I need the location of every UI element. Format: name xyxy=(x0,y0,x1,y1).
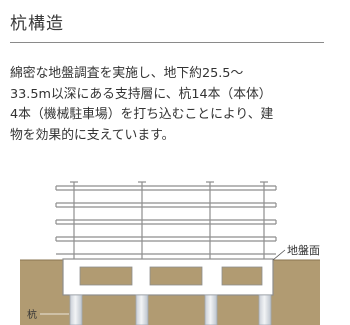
piles xyxy=(69,294,272,325)
page-title: 杭構造 xyxy=(10,14,64,34)
description-line: 綿密な地盤調査を実施し、地下約25.5〜 xyxy=(10,66,244,81)
pile-label: 杭 xyxy=(27,308,37,321)
ground-surface-label: 地盤面 xyxy=(287,244,320,257)
pile xyxy=(135,294,149,325)
pile xyxy=(204,294,218,325)
description-line: 物を効果的に支えています。 xyxy=(10,127,175,143)
description-line: 4本（機械駐車場）を打ち込むことにより、建 xyxy=(10,107,274,122)
building-frame xyxy=(55,181,277,259)
description-line: 33.5m以深にある支持層に、杭14本（本体） xyxy=(10,86,272,102)
foundation xyxy=(62,258,274,296)
pile xyxy=(258,294,272,325)
pile xyxy=(69,294,83,325)
ground-label-leader xyxy=(272,249,286,261)
description: 綿密な地盤調査を実施し、地下約25.5〜 33.5m以深にある支持層に、杭14本… xyxy=(10,64,330,146)
title-divider xyxy=(10,42,324,43)
